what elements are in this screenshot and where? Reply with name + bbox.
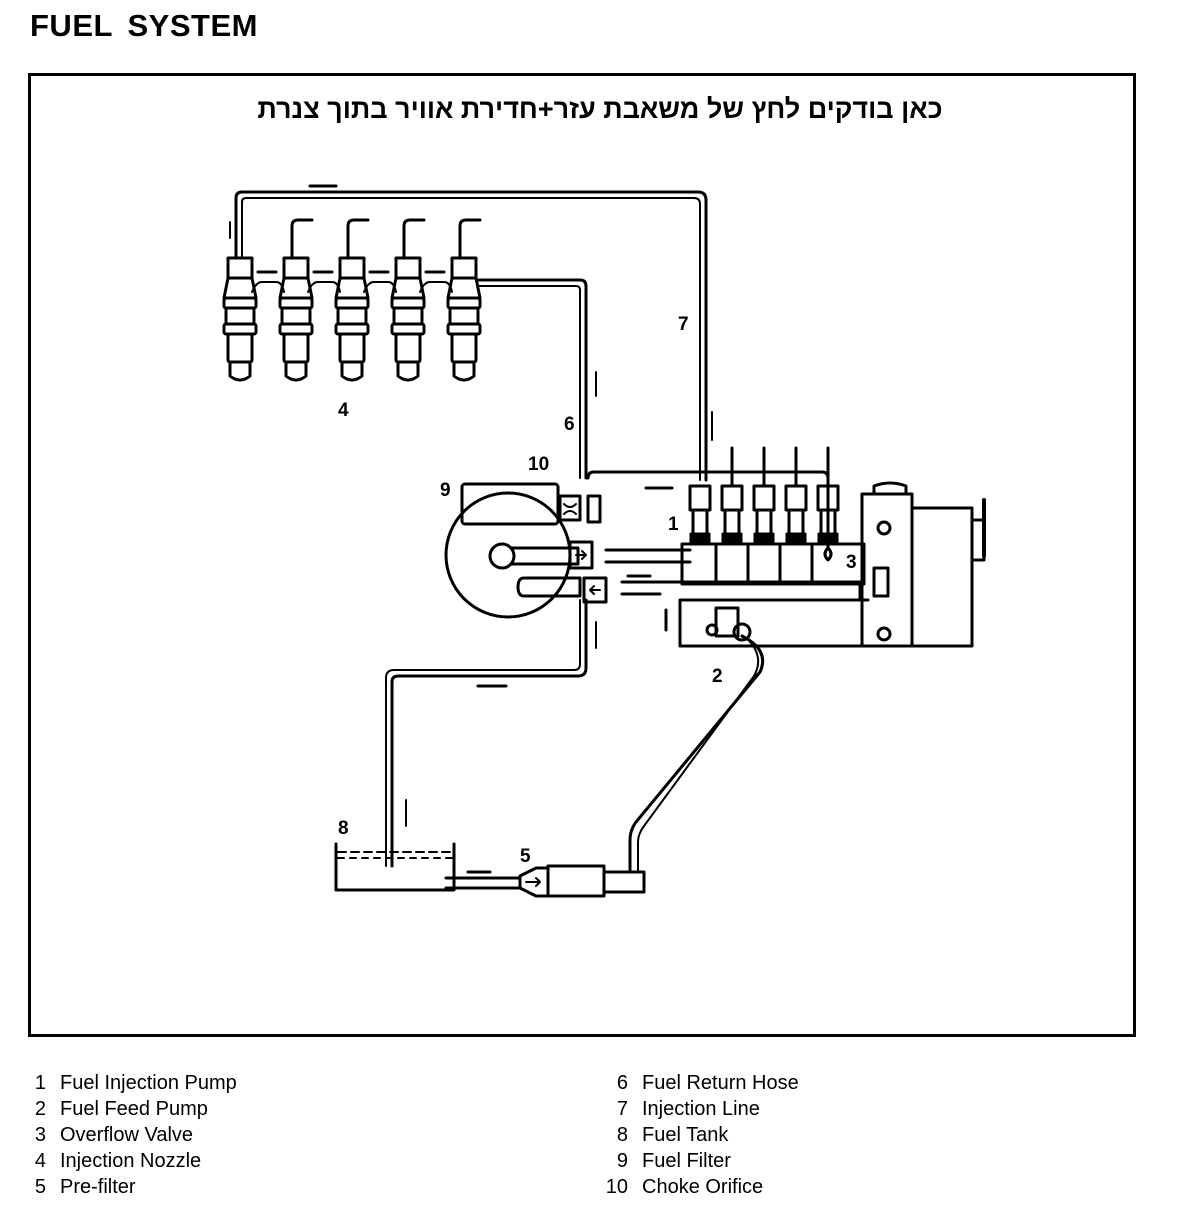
legend-item: 8 Fuel Tank bbox=[594, 1122, 799, 1148]
legend-item: 5 Pre-filter bbox=[12, 1174, 237, 1200]
injection-nozzle bbox=[390, 218, 453, 382]
legend-number: 1 bbox=[34, 1072, 46, 1094]
nozzle-nut bbox=[338, 256, 366, 280]
legend-label: Fuel Return Hose bbox=[642, 1072, 799, 1094]
pump-element bbox=[778, 446, 808, 586]
callout-3: 3 bbox=[846, 552, 857, 573]
tank-return-line bbox=[385, 598, 597, 868]
injection-nozzle bbox=[446, 218, 482, 382]
nozzle-feed-pipe bbox=[290, 218, 314, 258]
legend-item: 9 Fuel Filter bbox=[594, 1148, 799, 1174]
legend-number: 4 bbox=[34, 1150, 46, 1172]
delivery-valve bbox=[720, 484, 744, 512]
injection-nozzle bbox=[334, 218, 397, 382]
legend-label: Injection Nozzle bbox=[60, 1150, 202, 1172]
callout-6: 6 bbox=[564, 414, 575, 435]
legend-label: Fuel Filter bbox=[642, 1150, 731, 1172]
callout-1: 1 bbox=[668, 514, 679, 535]
callout-5: 5 bbox=[520, 846, 531, 867]
legend-label: Fuel Feed Pump bbox=[60, 1098, 208, 1120]
legend-left: 1 Fuel Injection Pump 2 Fuel Feed Pump 3 Over… bbox=[12, 1070, 237, 1200]
return-link bbox=[251, 281, 285, 293]
callout-2: 2 bbox=[712, 666, 723, 687]
injection-nozzle bbox=[222, 256, 285, 382]
nozzle-feed-pipe bbox=[458, 218, 482, 258]
legend-label: Injection Line bbox=[642, 1098, 760, 1120]
fuel-return-hose bbox=[476, 278, 597, 480]
legend-item: 4 Injection Nozzle bbox=[12, 1148, 237, 1174]
return-link bbox=[419, 281, 453, 293]
legend-item: 3 Overflow Valve bbox=[12, 1122, 237, 1148]
fuel-injection-pump bbox=[664, 446, 986, 648]
callout-4: 4 bbox=[338, 400, 349, 421]
legend-item: 2 Fuel Feed Pump bbox=[12, 1096, 237, 1122]
legend-label: Overflow Valve bbox=[60, 1124, 194, 1146]
page-title: FUEL SYSTEM bbox=[30, 8, 258, 43]
legend-item: 6 Fuel Return Hose bbox=[594, 1070, 799, 1096]
callout-labels: 1 2 3 4 5 6 7 8 9 10 bbox=[338, 314, 857, 867]
legend-item: 10 Choke Orifice bbox=[594, 1174, 799, 1200]
fuel-feed-pump bbox=[628, 606, 765, 874]
legend-label: Fuel Tank bbox=[642, 1124, 729, 1146]
legend-number: 5 bbox=[34, 1176, 46, 1198]
injection-line bbox=[229, 184, 713, 482]
legend-label: Fuel Injection Pump bbox=[60, 1072, 237, 1094]
callout-8: 8 bbox=[338, 818, 349, 839]
pump-element bbox=[746, 446, 776, 586]
legend-label: Pre-filter bbox=[60, 1176, 136, 1198]
choke-orifice bbox=[558, 494, 602, 524]
legend-number: 7 bbox=[616, 1098, 628, 1120]
legend-number: 2 bbox=[34, 1098, 46, 1120]
legend-item: 1 Fuel Injection Pump bbox=[12, 1070, 237, 1096]
delivery-valve bbox=[784, 484, 808, 512]
delivery-valve bbox=[752, 484, 776, 512]
callout-7: 7 bbox=[678, 314, 689, 335]
nozzle-nut bbox=[226, 256, 254, 280]
pump-element bbox=[714, 446, 744, 586]
legend-item: 7 Injection Line bbox=[594, 1096, 799, 1122]
delivery-valve bbox=[688, 484, 712, 512]
fuel-tank bbox=[334, 842, 456, 892]
diagram-frame: כאן בודקים לחץ של משאבת עזר+חדירת אוויר … bbox=[28, 73, 1136, 1037]
nozzle-nut bbox=[450, 256, 478, 280]
nozzle-feed-pipe bbox=[346, 218, 370, 258]
pump-element bbox=[688, 484, 712, 544]
callout-10: 10 bbox=[528, 454, 549, 475]
pump-element bbox=[810, 446, 840, 586]
injection-nozzle bbox=[278, 218, 341, 382]
nozzle-feed-pipe bbox=[402, 218, 426, 258]
nozzle-nut bbox=[394, 256, 422, 280]
legend-right: 6 Fuel Return Hose 7 Injection Line 8 Fuel Ta… bbox=[594, 1070, 799, 1200]
injection-nozzles bbox=[222, 218, 482, 382]
legend-number: 8 bbox=[616, 1124, 628, 1146]
legend-number: 10 bbox=[605, 1176, 628, 1198]
nozzle-nut bbox=[282, 256, 310, 280]
return-link bbox=[363, 281, 397, 293]
fuel-filter bbox=[444, 482, 608, 619]
return-link bbox=[307, 281, 341, 293]
pre-filter bbox=[444, 864, 646, 898]
legend-number: 6 bbox=[616, 1072, 628, 1094]
legend-label: Choke Orifice bbox=[642, 1176, 764, 1198]
legend-number: 9 bbox=[616, 1150, 628, 1172]
legend-number: 3 bbox=[34, 1124, 46, 1146]
hebrew-note: כאן בודקים לחץ של משאבת עזר+חדירת אוויר … bbox=[257, 94, 943, 124]
callout-9: 9 bbox=[440, 480, 451, 501]
